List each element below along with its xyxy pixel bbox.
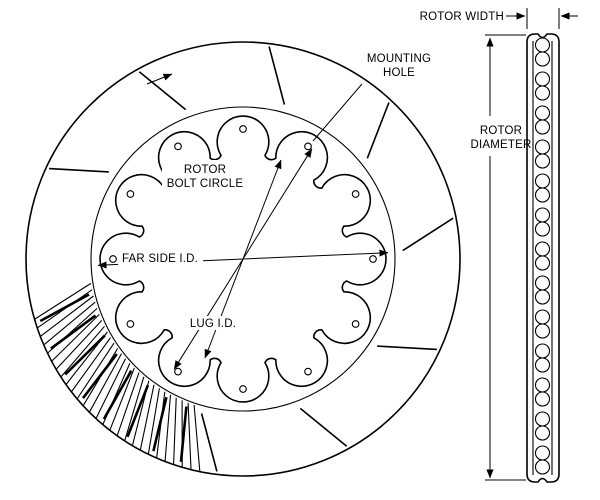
hatch-line	[193, 404, 201, 472]
hatch-band	[64, 334, 106, 376]
mounting-hole	[369, 255, 377, 263]
hatch-line	[124, 376, 145, 441]
rotor-width-label: ROTOR WIDTH	[420, 11, 504, 23]
mounting-hole-leader-line	[312, 83, 363, 142]
mounting-hole	[351, 190, 360, 198]
far-side-id-label: FAR SIDE I.D.	[122, 253, 198, 265]
hatch-band	[39, 293, 90, 323]
hatch-line	[60, 325, 105, 377]
rotor-slot	[402, 217, 454, 252]
vane-shape	[534, 255, 551, 271]
rotor-diameter-label-line2: DIAMETER	[470, 139, 531, 151]
rotor-slot	[200, 413, 218, 472]
hatch-band	[179, 406, 188, 462]
vane-shape	[534, 275, 551, 291]
vane-shape	[534, 221, 551, 237]
bolt-circle-label-line1: ROTOR	[184, 164, 226, 176]
section-hatching	[34, 282, 201, 472]
mounting-hole	[239, 385, 247, 393]
mounting-hole	[126, 320, 135, 328]
vane-shape	[534, 173, 551, 189]
hatch-line	[71, 337, 112, 392]
hatch-line	[95, 358, 126, 419]
mounting-hole	[126, 190, 135, 198]
bolt-circle-label-line2: BOLT CIRCLE	[167, 178, 244, 190]
rotation-arrow	[146, 73, 173, 85]
hatch-band	[50, 314, 97, 350]
hatch-line	[76, 342, 115, 399]
hatch-band	[126, 384, 150, 438]
hatch-band	[102, 370, 133, 420]
label-mask	[187, 316, 239, 330]
label-mask	[162, 160, 248, 189]
rotor-flange-circle	[90, 106, 396, 412]
hatch-line	[139, 384, 155, 450]
mounting-hole	[174, 367, 182, 376]
front-view-labels: MOUNTING HOLE ROTOR BOLT CIRCLE FAR SIDE…	[118, 53, 431, 330]
rotor-slot	[299, 407, 348, 447]
rotor-side-view	[526, 33, 560, 483]
mounting-hole	[174, 142, 182, 151]
hatch-line	[34, 282, 92, 320]
vane-shape	[534, 153, 551, 169]
vane-shape	[534, 411, 551, 427]
hatch-line	[51, 314, 100, 362]
rotor-slot	[268, 46, 286, 105]
vane-shape	[534, 377, 551, 393]
vane-shape	[534, 119, 551, 135]
side-view-labels: ROTOR WIDTH ROTOR DIAMETER	[420, 11, 532, 151]
vane-shape	[534, 323, 551, 339]
mounting-hole-label-line1: MOUNTING	[367, 53, 431, 65]
hatch-line	[109, 367, 135, 431]
internal-vanes	[534, 37, 551, 475]
hatch-line	[40, 295, 94, 337]
hatch-line	[43, 301, 96, 346]
mounting-hole	[304, 367, 312, 376]
rotor-face-slots	[49, 46, 454, 472]
rotor-slot	[377, 345, 437, 351]
vane-shape	[534, 343, 551, 359]
side-dimension-lines	[485, 8, 578, 481]
vane-shape	[534, 391, 551, 407]
mounting-hole	[304, 142, 312, 151]
vane-shape	[534, 139, 551, 155]
vane-shape	[534, 85, 551, 101]
label-mask	[118, 251, 203, 265]
vane-shape	[534, 105, 551, 121]
vane-shape	[534, 425, 551, 441]
vane-shape	[534, 37, 551, 53]
vane-shape	[534, 289, 551, 305]
vane-shape	[534, 187, 551, 203]
hatch-line	[173, 397, 177, 465]
mounting-hole-label-line2: HOLE	[383, 67, 415, 79]
hatch-line	[147, 388, 160, 454]
mounting-hole	[351, 320, 360, 328]
rotor-slot	[138, 71, 187, 111]
rotor-section-outline	[526, 33, 560, 483]
hatch-line	[187, 402, 192, 470]
rotor-slot	[49, 167, 109, 173]
vane-shape	[534, 71, 551, 87]
vane-shape	[534, 445, 551, 461]
hatch-line	[116, 372, 140, 436]
rotor-diameter-label-line1: ROTOR	[480, 125, 522, 137]
vane-shape	[534, 309, 551, 325]
vane-shape	[534, 241, 551, 257]
hatch-line	[89, 353, 122, 413]
lug-id-label: LUG I.D.	[190, 318, 236, 330]
mounting-hole	[239, 125, 247, 133]
vane-shape	[534, 357, 551, 373]
vane-shape	[534, 207, 551, 223]
hatch-band	[152, 396, 168, 452]
rotor-outer-edge	[25, 41, 461, 477]
mounting-hole	[109, 255, 117, 263]
hatch-line	[56, 320, 103, 370]
hatch-line	[164, 394, 172, 462]
vane-shape	[534, 459, 551, 475]
rotor-slot	[366, 102, 390, 159]
vane-shape	[534, 51, 551, 67]
hatch-band	[81, 353, 118, 399]
